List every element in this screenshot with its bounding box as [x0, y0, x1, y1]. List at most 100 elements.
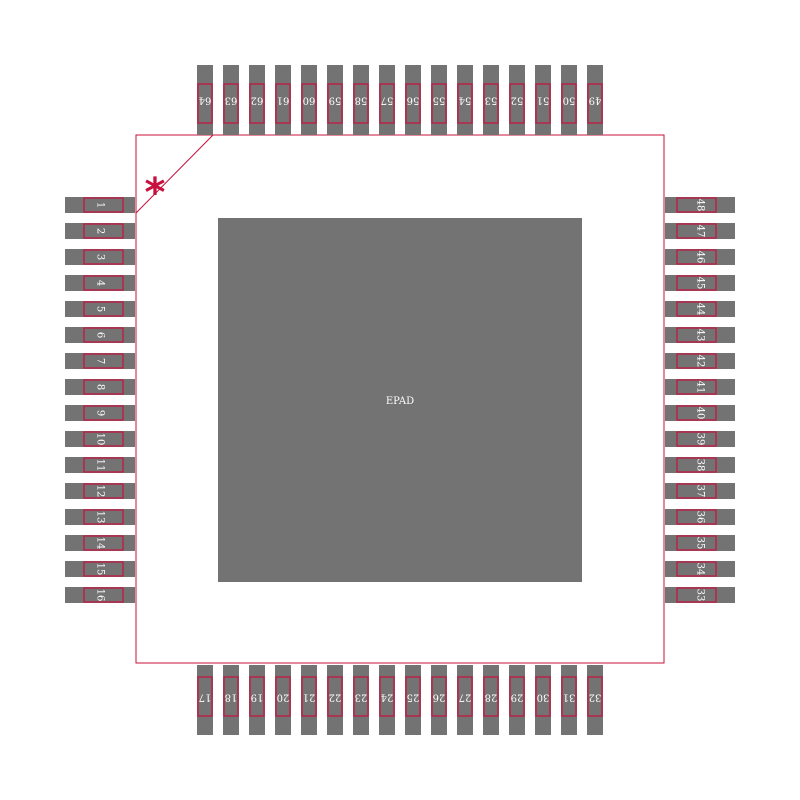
pin-17: 17 — [197, 665, 213, 735]
pin-label: 26 — [433, 692, 446, 703]
pin-outline — [83, 249, 124, 265]
pin-62: 62 — [249, 65, 265, 135]
pin-64: 64 — [197, 65, 213, 135]
pin-3: 3 — [65, 249, 135, 265]
pin-12: 12 — [65, 483, 135, 499]
pin-pad — [327, 65, 343, 135]
pin-pad — [483, 65, 499, 135]
pin-33: 33 — [665, 587, 735, 603]
pin-pad — [65, 249, 135, 265]
pin-42: 42 — [665, 353, 735, 369]
pin-41: 41 — [665, 379, 735, 395]
pin-outline — [83, 275, 124, 291]
pin-48: 48 — [665, 197, 735, 213]
pin-outline — [431, 676, 447, 717]
pin-pad — [65, 535, 135, 551]
pin-outline — [379, 676, 395, 717]
pin-outline — [83, 301, 124, 317]
pin-outline — [83, 483, 124, 499]
pin-36: 36 — [665, 509, 735, 525]
pin-outline — [197, 676, 213, 717]
pin-label: 46 — [695, 251, 706, 264]
pin-label: 11 — [95, 459, 106, 472]
pin-outline — [676, 483, 717, 499]
pin-label: 42 — [695, 355, 706, 368]
pin-pad — [587, 665, 603, 735]
pin-outline — [509, 83, 525, 124]
pin-pad — [65, 561, 135, 577]
pin-outline — [249, 676, 265, 717]
pin-label: 2 — [95, 228, 106, 234]
pin-pad — [65, 301, 135, 317]
pin-pad — [509, 65, 525, 135]
pin-53: 53 — [483, 65, 499, 135]
pin-49: 49 — [587, 65, 603, 135]
pin-50: 50 — [561, 65, 577, 135]
pin-pad — [275, 65, 291, 135]
pin-label: 45 — [695, 277, 706, 290]
pin-pad — [665, 509, 735, 525]
pin-35: 35 — [665, 535, 735, 551]
pin-31: 31 — [561, 665, 577, 735]
pin-58: 58 — [353, 65, 369, 135]
pin-pad — [405, 665, 421, 735]
pin-59: 59 — [327, 65, 343, 135]
pin-label: 27 — [459, 692, 472, 703]
pin-label: 40 — [695, 407, 706, 420]
pin-14: 14 — [65, 535, 135, 551]
pin-label: 50 — [563, 95, 576, 106]
pin-label: 18 — [225, 692, 238, 703]
pin-label: 17 — [199, 692, 212, 703]
pin-pad — [665, 405, 735, 421]
pin-57: 57 — [379, 65, 395, 135]
pin-pad — [197, 665, 213, 735]
pin-pad — [665, 275, 735, 291]
pin-pad — [665, 301, 735, 317]
pin-label: 55 — [433, 95, 446, 106]
pin-label: 48 — [695, 199, 706, 212]
pin-5: 5 — [65, 301, 135, 317]
pin-label: 19 — [251, 692, 264, 703]
pin-outline — [676, 275, 717, 291]
pin-2: 2 — [65, 223, 135, 239]
pin-pad — [665, 587, 735, 603]
pin-label: 15 — [95, 563, 106, 576]
pin-outline — [587, 676, 603, 717]
pin-54: 54 — [457, 65, 473, 135]
pin-pad — [65, 457, 135, 473]
pin-43: 43 — [665, 327, 735, 343]
pin-29: 29 — [509, 665, 525, 735]
pin-label: 12 — [95, 485, 106, 498]
pin-outline — [676, 509, 717, 525]
pin-61: 61 — [275, 65, 291, 135]
pin-outline — [457, 676, 473, 717]
pin-56: 56 — [405, 65, 421, 135]
pin-outline — [353, 676, 369, 717]
pin-outline — [223, 83, 239, 124]
pin-outline — [676, 587, 717, 603]
pin-label: 1 — [95, 202, 106, 208]
pin-pad — [327, 665, 343, 735]
pin-outline — [561, 676, 577, 717]
pin-1: 1 — [65, 197, 135, 213]
pin-pad — [665, 457, 735, 473]
pin-pad — [483, 665, 499, 735]
pin-pad — [353, 65, 369, 135]
pin-pad — [223, 65, 239, 135]
pin-pad — [65, 223, 135, 239]
pin-pad — [665, 379, 735, 395]
pin-outline — [587, 83, 603, 124]
pin-outline — [83, 223, 124, 239]
pin-22: 22 — [327, 665, 343, 735]
pin-outline — [83, 327, 124, 343]
pin-label: 8 — [95, 384, 106, 390]
pin-52: 52 — [509, 65, 525, 135]
pin-pad — [535, 665, 551, 735]
pin-pad — [665, 353, 735, 369]
pin-label: 63 — [225, 95, 238, 106]
pin-15: 15 — [65, 561, 135, 577]
pin-label: 33 — [695, 589, 706, 602]
pin-pad — [65, 431, 135, 447]
pin-outline — [676, 301, 717, 317]
